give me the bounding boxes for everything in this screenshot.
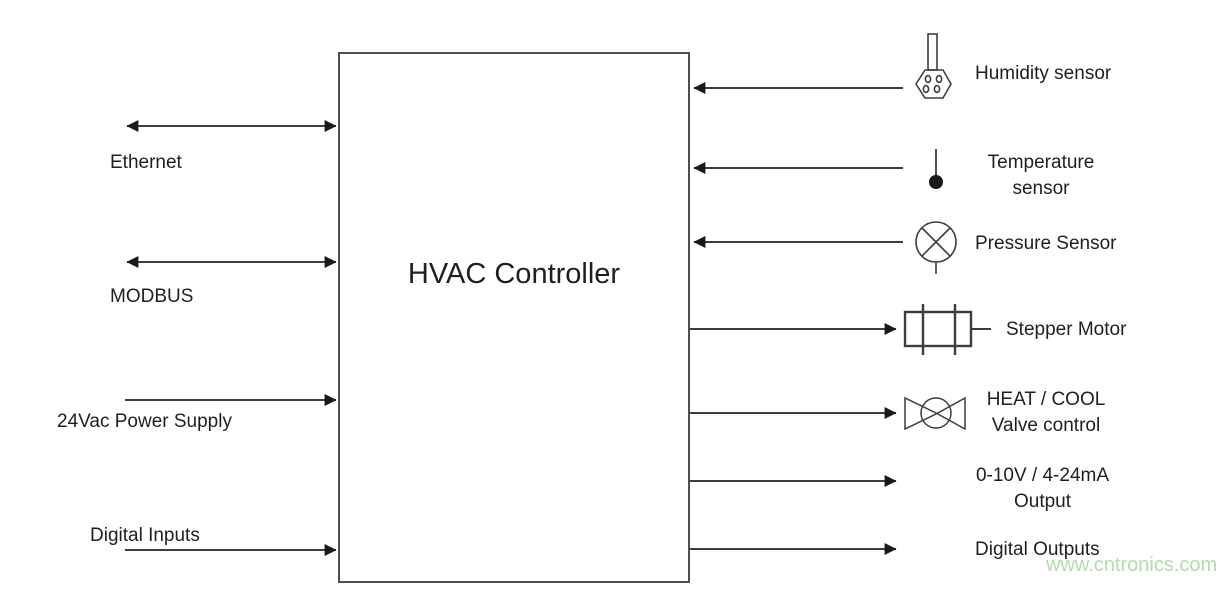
temperature-sensor-icon (929, 149, 943, 189)
temperature-sensor-label: Temperature sensor (987, 152, 1095, 199)
modbus-label: MODBUS (110, 286, 194, 307)
digital-outputs-label: Digital Outputs (975, 539, 1100, 560)
valve-icon (904, 396, 966, 431)
humidity-sensor-label: Humidity sensor (975, 63, 1112, 84)
watermark: www.cntronics.com (1046, 554, 1218, 576)
hvac-controller-box: HVAC Controller (338, 52, 690, 583)
stepper-motor-icon (903, 304, 991, 355)
digital-inputs-label: Digital Inputs (90, 525, 200, 546)
stepper-motor-label: Stepper Motor (1006, 319, 1127, 340)
ethernet-label: Ethernet (110, 152, 182, 173)
controller-title: HVAC Controller (407, 258, 621, 290)
humidity-sensor-icon (915, 33, 952, 99)
analog-output-label: 0-10V / 4-24mA Output (975, 465, 1110, 512)
pressure-sensor-icon (915, 221, 957, 274)
valve-control-label: HEAT / COOL Valve control (986, 389, 1106, 436)
pressure-sensor-label: Pressure Sensor (975, 233, 1117, 254)
power-supply-label: 24Vac Power Supply (57, 411, 232, 432)
